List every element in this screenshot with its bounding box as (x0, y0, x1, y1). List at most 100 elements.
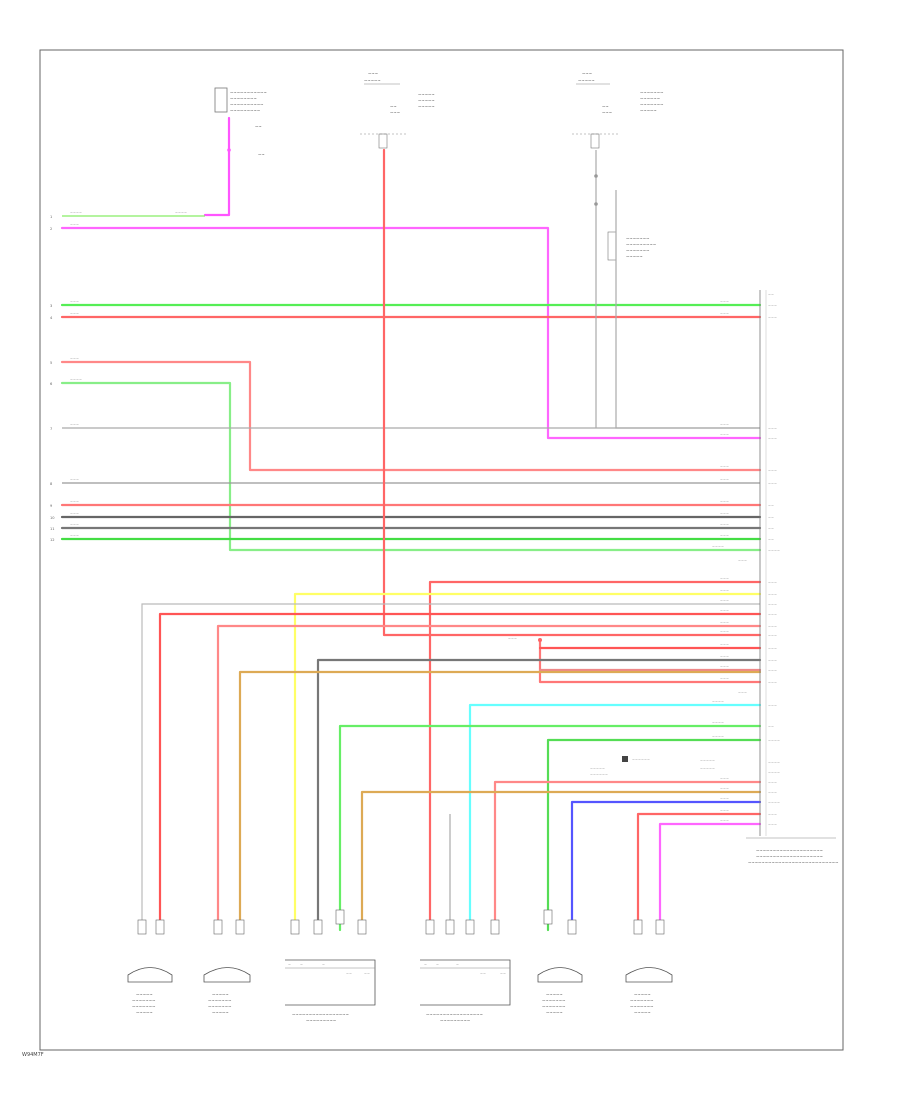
svg-text:~~~~~: ~~~~~ (546, 992, 563, 997)
svg-text:~~~: ~~~ (768, 316, 777, 320)
svg-text:~~: ~~ (258, 152, 265, 157)
svg-text:~~~: ~~~ (768, 781, 777, 785)
svg-text:~~~~: ~~~~ (712, 700, 724, 704)
svg-text:~~~~~~~~~~~~~~~~~: ~~~~~~~~~~~~~~~~~ (426, 1012, 483, 1017)
svg-text:~~~~~: ~~~~~ (546, 1010, 563, 1015)
svg-text:~~~: ~~~ (70, 223, 79, 227)
svg-text:~~~~~: ~~~~~ (418, 92, 435, 97)
svg-text:~~~~~~~: ~~~~~~~ (640, 102, 663, 107)
svg-text:~~~~~~~: ~~~~~~~ (208, 998, 231, 1003)
svg-text:~~~: ~~~ (720, 677, 729, 681)
svg-text:~~~~~: ~~~~~ (590, 767, 605, 771)
svg-text:~: ~ (456, 963, 459, 967)
svg-text:~: ~ (436, 963, 439, 967)
top-right-fuse: ~~~ ~~~~~ ~~ ~~~ ~~~~~~~ ~~~~~~ ~~~~~~~ … (572, 71, 663, 149)
svg-text:~~~~~~~: ~~~~~~~ (630, 998, 653, 1003)
svg-text:3: 3 (50, 304, 52, 308)
svg-text:~~: ~~ (768, 504, 774, 508)
svg-text:1: 1 (50, 215, 52, 219)
svg-text:~~~: ~~~ (738, 559, 747, 563)
footer-code: W94M7F (22, 1052, 44, 1058)
svg-text:~~: ~~ (768, 527, 774, 531)
sensor-rear-left: ~~~~~ ~~~~~~~ ~~~~~~~ ~~~~~ (625, 967, 673, 1015)
svg-text:~~~~~~: ~~~~~~ (590, 773, 608, 777)
svg-text:~~~: ~~~ (768, 634, 777, 638)
svg-text:~~~~: ~~~~ (712, 545, 724, 549)
svg-text:~~~: ~~~ (70, 300, 79, 304)
control-unit-connector: ~~ ~~~ ~~~ ~~~ ~~~ ~~~ ~~~ ~~ ~~ ~~ ~~ ~… (738, 290, 839, 865)
svg-text:~~~~~~~: ~~~~~~~ (208, 1004, 231, 1009)
svg-text:~~~~: ~~~~ (768, 739, 780, 743)
svg-text:~~~~~~~: ~~~~~~~ (132, 1004, 155, 1009)
svg-text:~~~~: ~~~~ (768, 771, 780, 775)
svg-text:~~~: ~~~ (768, 791, 777, 795)
svg-text:8: 8 (50, 482, 53, 486)
svg-text:~~~: ~~~ (768, 647, 777, 651)
svg-text:~~~: ~~~ (768, 823, 777, 827)
svg-text:~~~~~: ~~~~~ (212, 992, 229, 997)
svg-text:~~: ~~ (390, 104, 397, 109)
svg-text:7: 7 (50, 427, 52, 431)
svg-text:~~~~~~~~~~~~~~~~~: ~~~~~~~~~~~~~~~~~ (292, 1012, 349, 1017)
svg-text:~~~: ~~~ (720, 523, 729, 527)
svg-text:~~~~~: ~~~~~ (626, 254, 643, 259)
svg-text:~~~: ~~~ (720, 787, 729, 791)
svg-text:~~~~~~~: ~~~~~~~ (132, 998, 155, 1003)
svg-text:~~~: ~~~ (720, 312, 729, 316)
svg-text:9: 9 (50, 504, 53, 508)
svg-text:~~~~~: ~~~~~ (578, 78, 595, 83)
left-edge-labels: 1 2 3 4 5 6 7 8 9 10 11 12 (50, 215, 55, 542)
svg-text:~~~~~~~~~~~: ~~~~~~~~~~~ (230, 90, 267, 95)
svg-text:~~~: ~~~ (768, 625, 777, 629)
svg-text:~~~: ~~~ (720, 534, 729, 538)
svg-text:~~: ~~ (602, 104, 609, 109)
svg-text:~~~~: ~~~~ (70, 378, 82, 382)
svg-text:~~~~~~~~~: ~~~~~~~~~ (306, 1018, 336, 1023)
svg-text:~~~: ~~~ (70, 500, 79, 504)
svg-text:~~~~: ~~~~ (712, 735, 724, 739)
svg-text:~~~: ~~~ (768, 669, 777, 673)
svg-text:~~~: ~~~ (768, 593, 777, 597)
svg-text:~~~: ~~~ (720, 512, 729, 516)
svg-text:~~~: ~~~ (720, 797, 729, 801)
svg-text:~~: ~~ (768, 538, 774, 542)
svg-text:~~~: ~~~ (720, 621, 729, 625)
diagram-frame (39, 49, 844, 1051)
svg-text:~~~~~: ~~~~~ (418, 104, 435, 109)
svg-text:~~~~~~~~~~~~~~~~~~~~: ~~~~~~~~~~~~~~~~~~~~ (756, 848, 823, 853)
svg-text:~~~~: ~~~~ (768, 761, 780, 765)
svg-text:~~~: ~~~ (70, 523, 79, 527)
svg-text:~~~: ~~~ (768, 437, 777, 441)
svg-text:~~~: ~~~ (720, 819, 729, 823)
svg-text:~~~: ~~~ (768, 304, 777, 308)
svg-text:~~~~~: ~~~~~ (634, 1010, 651, 1015)
svg-text:~~: ~~ (768, 293, 774, 297)
svg-text:~~~~: ~~~~ (712, 721, 724, 725)
svg-text:~~~: ~~~ (720, 665, 729, 669)
svg-text:~~~: ~~~ (720, 777, 729, 781)
svg-text:~~~: ~~~ (768, 659, 777, 663)
svg-text:~~~~~~~: ~~~~~~~ (640, 90, 663, 95)
small-switch: ~~~~~~ ~~~~~ ~~~~~~ (590, 756, 650, 777)
svg-text:~~~~~: ~~~~~ (418, 98, 435, 103)
svg-text:~~~: ~~~ (390, 110, 400, 115)
svg-text:~~: ~~ (255, 124, 262, 129)
svg-text:~~~: ~~~ (70, 357, 79, 361)
svg-text:~~~: ~~~ (70, 423, 79, 427)
svg-text:~~~: ~~~ (768, 681, 777, 685)
svg-text:~~~: ~~~ (720, 577, 729, 581)
svg-text:~~: ~~ (364, 972, 370, 976)
svg-text:~~~~: ~~~~ (768, 549, 780, 553)
svg-text:~~: ~~ (768, 725, 774, 729)
svg-text:~~~: ~~~ (768, 469, 777, 473)
svg-text:~~~~~~: ~~~~~~ (632, 758, 650, 762)
svg-text:~~~~~~~: ~~~~~~~ (626, 248, 649, 253)
svg-text:~~~: ~~~ (720, 609, 729, 613)
svg-text:~~~: ~~~ (768, 581, 777, 585)
svg-text:~~~: ~~~ (720, 300, 729, 304)
svg-text:~~~: ~~~ (70, 478, 79, 482)
svg-text:~~~: ~~~ (70, 312, 79, 316)
svg-text:~~~~~~~~: ~~~~~~~~ (230, 96, 257, 101)
wires (60, 116, 762, 932)
svg-text:~~~: ~~~ (768, 603, 777, 607)
